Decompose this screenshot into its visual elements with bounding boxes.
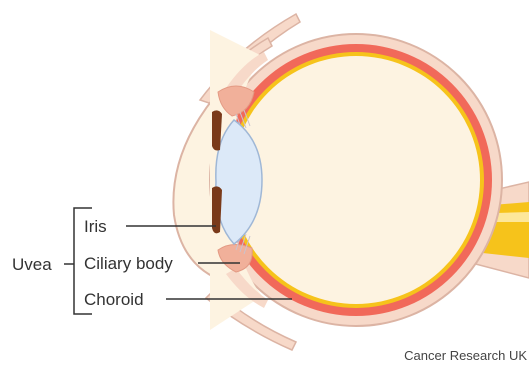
choroid-label: Choroid	[84, 291, 144, 308]
credit-text: Cancer Research UK	[404, 349, 527, 362]
uvea-label: Uvea	[12, 256, 52, 273]
vitreous-body	[232, 56, 480, 304]
ciliary-body-label: Ciliary body	[84, 255, 173, 272]
iris-label: Iris	[84, 218, 107, 235]
